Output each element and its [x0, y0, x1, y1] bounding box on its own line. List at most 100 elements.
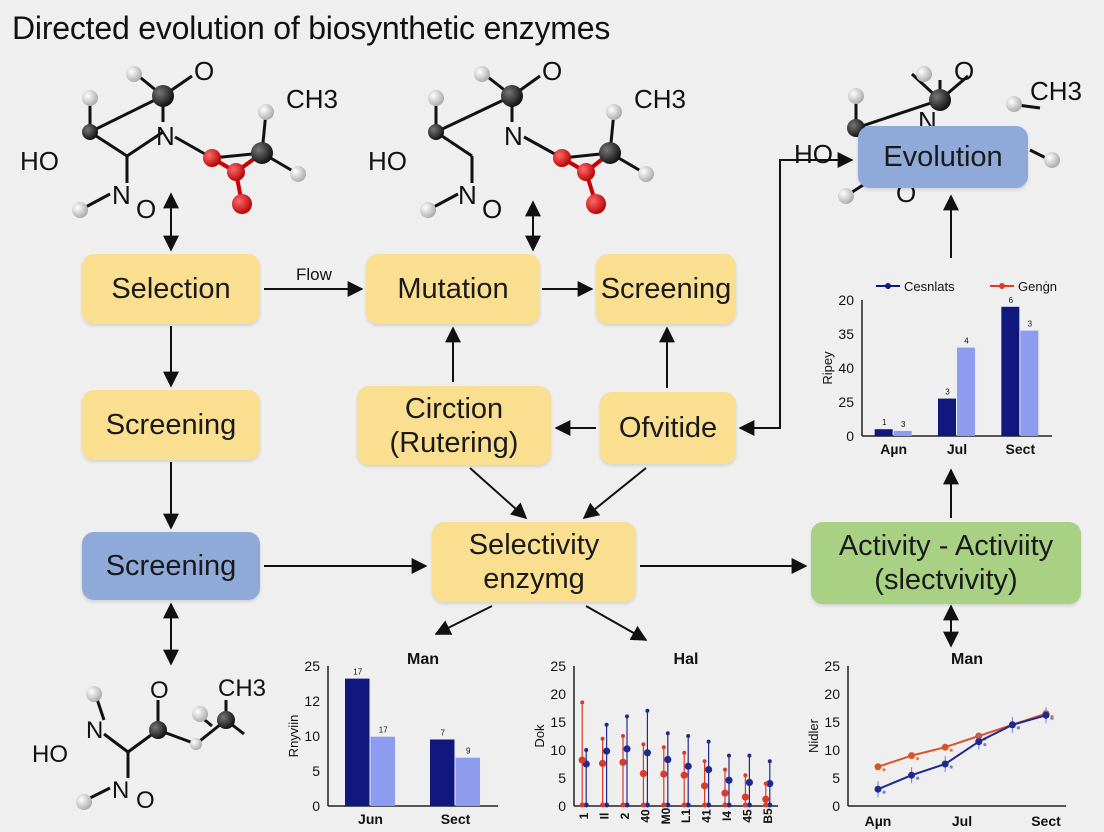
- molecule-top-mid: HO N N O O CH3: [368, 56, 686, 224]
- c3-point: [1008, 721, 1016, 729]
- c0-ytick: 35: [838, 326, 854, 342]
- c2-point: [664, 755, 672, 764]
- c3-ytick: 15: [824, 714, 840, 730]
- flow-arrows: [163, 152, 959, 666]
- c3-ytick: 5: [832, 770, 840, 786]
- c1-xtick: Jun: [358, 811, 383, 827]
- c3-point: [908, 752, 916, 760]
- c1-ylabel: Rnyviin: [286, 715, 301, 758]
- mol-bl-o-bottom: O: [136, 787, 155, 814]
- c1-bar-label: 17: [353, 668, 362, 677]
- node-mutation-label: Mutation: [397, 273, 509, 305]
- node-selectivity-line2: enzymg: [483, 563, 585, 595]
- c1-bar-label: 17: [379, 726, 388, 735]
- mol-tl-n: N: [156, 121, 175, 151]
- c2-point-low: [600, 802, 606, 808]
- c1-ytick: 25: [304, 658, 320, 674]
- c2-ytick: 15: [550, 714, 566, 730]
- c2-point: [684, 762, 692, 770]
- c2-point-low: [706, 802, 712, 808]
- c2-point: [762, 795, 770, 803]
- c2-point: [639, 769, 648, 778]
- c2-point-high: [600, 736, 605, 741]
- c0-bar: [1001, 306, 1020, 436]
- c2-xtick: 1: [577, 812, 591, 819]
- c3-scatter-point: [1016, 726, 1021, 730]
- c3-point: [941, 760, 949, 768]
- node-screening-top[interactable]: Screening: [596, 254, 736, 324]
- c2-point-low: [640, 802, 646, 808]
- c0-ytick: 40: [838, 360, 854, 376]
- c0-bar-label: 1: [882, 418, 887, 427]
- c0-legend-label: Genġn: [1018, 279, 1057, 294]
- c1-ytick: 0: [312, 798, 320, 814]
- c2-point: [705, 766, 713, 774]
- c3-point: [1042, 711, 1050, 719]
- node-evolution[interactable]: Evolution: [858, 126, 1028, 188]
- c2-point: [603, 747, 611, 755]
- c1-title: Man: [407, 651, 439, 668]
- c2-point-low: [746, 802, 752, 808]
- mol-tm-no: N: [458, 180, 477, 210]
- c2-point-high: [580, 700, 585, 705]
- c2-ylabel: Dok: [532, 724, 547, 748]
- node-ofvitide[interactable]: Ofvitide: [600, 392, 736, 464]
- c1-bar: [345, 678, 370, 806]
- c2-point: [680, 771, 688, 779]
- node-cirction[interactable]: Cirction(Rutering): [357, 386, 551, 465]
- c3-scatter-point: [916, 776, 920, 780]
- c3-title: Man: [951, 651, 983, 668]
- c2-xtick: 45: [740, 809, 754, 823]
- c1-bar: [370, 736, 395, 806]
- c2-point-low: [661, 802, 667, 808]
- c0-bar: [874, 429, 893, 436]
- c3-ytick: 10: [824, 742, 840, 758]
- c2-point-high: [767, 759, 772, 764]
- c2-point-low: [665, 802, 671, 808]
- c2-ytick: 20: [550, 686, 566, 702]
- c2-point-high: [706, 739, 711, 744]
- c2-point-low: [620, 802, 626, 808]
- node-mutation[interactable]: Mutation: [366, 254, 540, 324]
- mol-tm-o-top: O: [542, 56, 562, 86]
- c2-point-high: [645, 708, 650, 713]
- c2-point: [725, 776, 733, 784]
- c2-point: [660, 770, 668, 778]
- c0-bar-label: 3: [901, 420, 906, 429]
- c2-point: [741, 793, 750, 801]
- c2-point: [578, 756, 586, 764]
- mol-tr-ho: HO: [794, 139, 833, 169]
- node-selectivity-line1: Selectivity: [468, 529, 600, 561]
- c1-ytick: 12: [304, 693, 320, 709]
- c2-point: [721, 789, 729, 797]
- node-screening-left[interactable]: Screening: [82, 390, 260, 460]
- c2-point-high: [686, 734, 691, 738]
- c2-point-low: [579, 802, 585, 808]
- c3-xtick: Aµn: [865, 813, 892, 829]
- c2-ytick: 10: [550, 742, 566, 758]
- c2-point-high: [604, 722, 609, 727]
- mol-tr-o-top: O: [954, 56, 974, 86]
- c2-xtick: M0: [659, 807, 673, 824]
- node-selection[interactable]: Selection: [82, 254, 260, 324]
- node-ofvitide-label: Ofvitide: [618, 412, 718, 444]
- c2-point-low: [742, 802, 748, 808]
- mol-tl-no: N: [112, 180, 131, 210]
- c0-xtick: Aµn: [880, 441, 907, 457]
- mol-bl-no: N: [112, 777, 129, 804]
- c2-xtick: L1: [679, 809, 693, 823]
- c0-ytick: 20: [838, 292, 854, 308]
- c2-point-high: [747, 753, 752, 758]
- c2-point: [643, 749, 652, 757]
- c1-bar: [455, 757, 480, 806]
- node-activity[interactable]: Activity - Activiity(slectvivity): [811, 522, 1081, 604]
- c0-legend-marker: [999, 283, 1005, 289]
- c2-ytick: 5: [558, 770, 566, 786]
- node-screening-blue[interactable]: Screening: [82, 532, 260, 600]
- mol-bl-ho: HO: [32, 741, 68, 768]
